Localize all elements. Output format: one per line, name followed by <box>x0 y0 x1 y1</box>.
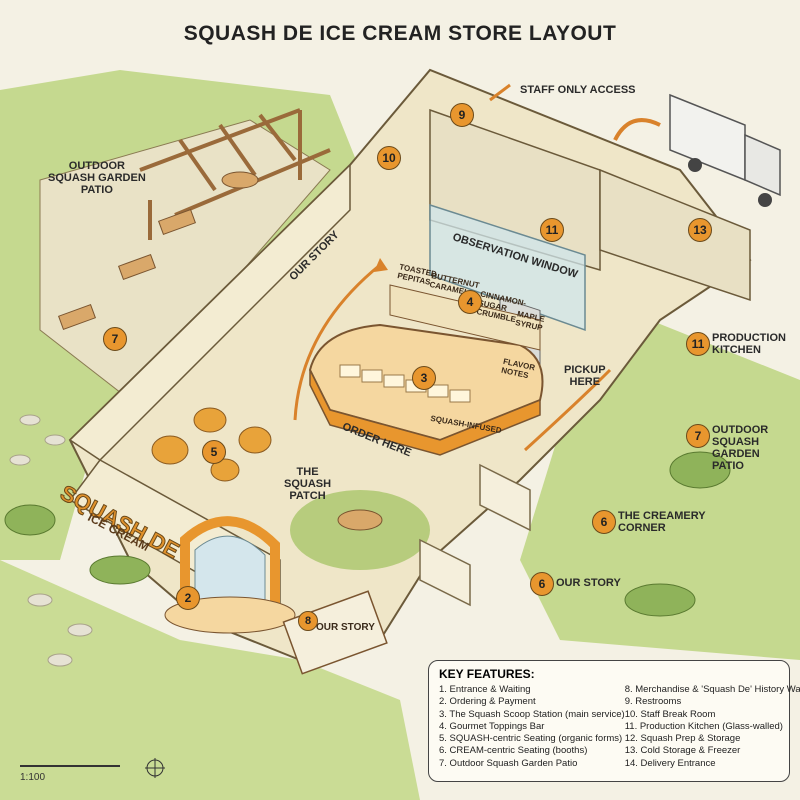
entrance-arch <box>180 516 280 610</box>
key-item: 4. Gourmet Toppings Bar <box>439 720 545 732</box>
badge-8: 8 <box>298 611 318 631</box>
scale-label: 1:100 <box>20 772 46 783</box>
badge-4: 4 <box>458 290 482 314</box>
round-table <box>337 509 383 531</box>
badge-6-creamery: 6 <box>592 510 616 534</box>
label-squash-patch: THE SQUASH PATCH <box>284 466 332 503</box>
badge-10: 10 <box>377 146 401 170</box>
order-arrow <box>293 263 381 421</box>
stones <box>9 414 93 667</box>
key-column-left: 1. Entrance & Waiting 2. Ordering & Paym… <box>439 684 625 770</box>
delivery-truck-icon <box>669 93 781 207</box>
counter-front <box>309 369 541 456</box>
key-title: KEY FEATURES: <box>439 667 535 681</box>
bushes <box>4 451 731 617</box>
key-item: 11. Production Kitchen (Glass-walled) <box>624 720 783 732</box>
key-item: 6. CREAM-centric Seating (booths) <box>439 745 588 757</box>
page-title: SQUASH DE ICE CREAM STORE LAYOUT <box>183 22 617 45</box>
label-staff-access: STAFF ONLY ACCESS <box>520 84 636 96</box>
key-item: 14. Delivery Entrance <box>624 757 716 769</box>
key-item: 2. Ordering & Payment <box>439 696 536 708</box>
key-item: 7. Outdoor Squash Garden Patio <box>439 757 578 769</box>
our-story-board <box>282 590 388 675</box>
badge-7-patio: 7 <box>103 327 127 351</box>
entrance-step <box>164 596 296 634</box>
compass-icon <box>145 758 165 778</box>
badge-7-label: 7 <box>686 424 710 448</box>
entrance-door <box>194 535 266 611</box>
label-pickup-here: PICKUP HERE <box>564 364 606 389</box>
label-outdoor-patio-left: OUTDOOR SQUASH GARDEN PATIO <box>48 160 146 197</box>
badge-13: 13 <box>688 218 712 242</box>
observation-glass <box>429 203 586 332</box>
badge-11-kitchen: 11 <box>540 218 564 242</box>
badge-9: 9 <box>450 103 474 127</box>
badge-11-label: 11 <box>686 332 710 356</box>
pergola <box>139 108 331 240</box>
key-item: 12. Squash Prep & Storage <box>624 733 741 745</box>
key-item: 13. Cold Storage & Freezer <box>624 745 741 757</box>
key-column-right: 8. Merchandise & 'Squash De' History Wal… <box>625 684 800 770</box>
label-outdoor-patio-right: OUTDOOR SQUASH GARDEN PATIO <box>712 424 769 473</box>
booths <box>419 463 531 607</box>
display-tubs <box>339 364 471 403</box>
badge-3: 3 <box>412 366 436 390</box>
patio-tables <box>57 171 259 331</box>
key-item: 5. SQUASH-centric Seating (organic forms… <box>439 733 623 745</box>
lawn-bottom <box>0 560 420 800</box>
toppings-shelf <box>389 284 541 351</box>
pickup-arrow <box>523 368 612 452</box>
key-item: 9. Restrooms <box>624 696 682 708</box>
key-item: 3. The Squash Scoop Station (main servic… <box>439 708 625 720</box>
staff-arrow <box>489 83 511 102</box>
label-production-kitchen: PRODUCTION KITCHEN <box>712 332 786 357</box>
cold-room <box>599 168 751 302</box>
badge-6-our-story: 6 <box>530 572 554 596</box>
squash-seats <box>151 407 272 482</box>
label-our-story-sign: OUR STORY <box>316 622 375 633</box>
key-features-legend: KEY FEATURES: 1. Entrance & Waiting 2. O… <box>428 660 800 782</box>
order-arrowhead <box>374 258 388 272</box>
badge-5: 5 <box>202 440 226 464</box>
badge-2: 2 <box>176 586 200 610</box>
key-item: 1. Entrance & Waiting <box>439 684 531 695</box>
label-our-story-right: OUR STORY <box>556 577 621 589</box>
key-item: 10. Staff Break Room <box>624 708 716 720</box>
key-item: 8. Merchandise & 'Squash De' History Wal… <box>624 684 800 695</box>
delivery-arrow <box>613 118 661 141</box>
left-wall <box>68 163 351 461</box>
label-creamery-corner: THE CREAMERY CORNER <box>618 510 706 535</box>
